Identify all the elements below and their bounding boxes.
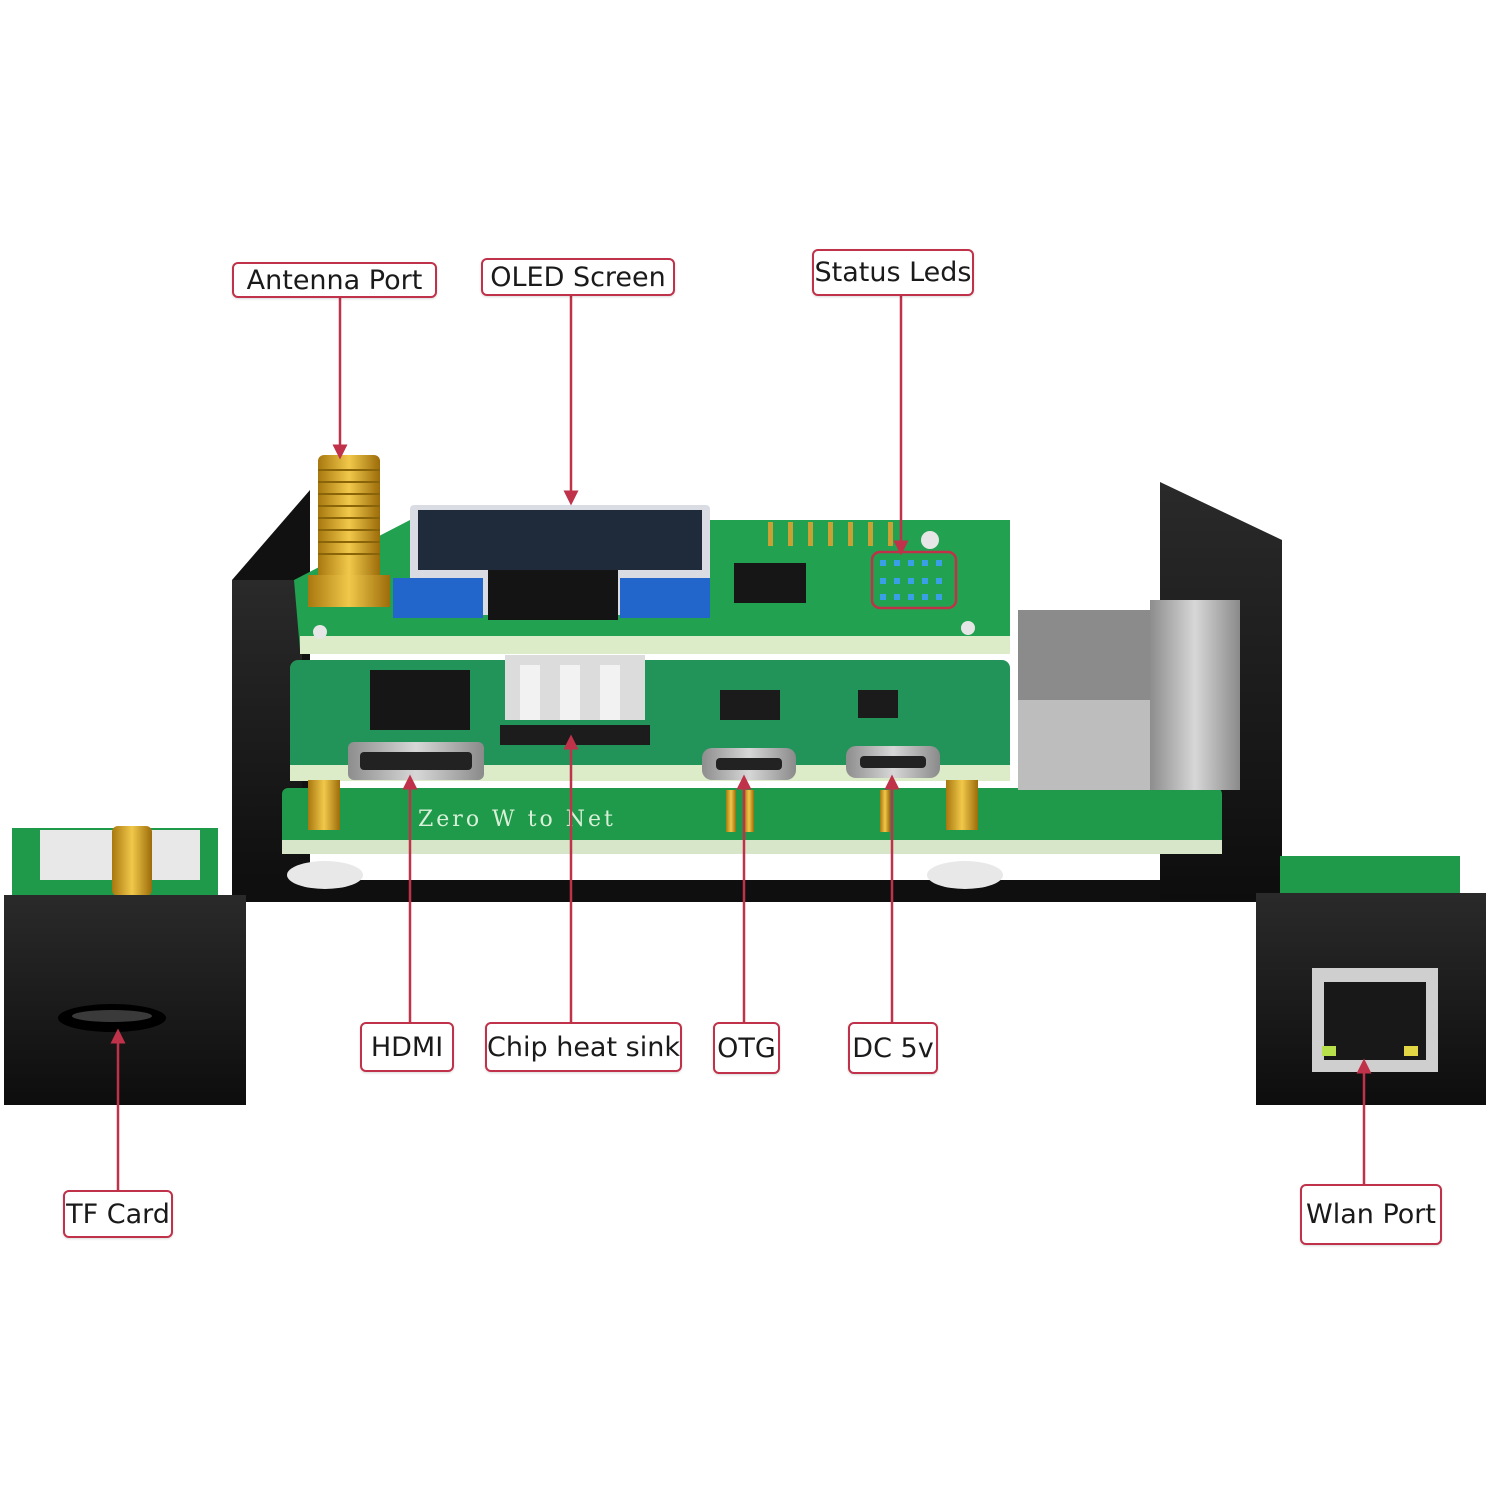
callout-chip-heat-sink-text: Chip heat sink xyxy=(487,1031,680,1063)
callout-hdmi: HDMI xyxy=(360,1022,454,1072)
top-pcb xyxy=(294,505,1010,654)
callout-chip-heat-sink: Chip heat sink xyxy=(485,1022,682,1072)
callout-dc-5v-text: DC 5v xyxy=(852,1032,934,1064)
right-end-view xyxy=(1256,856,1486,1105)
pointer-lines xyxy=(110,296,1372,1190)
bottom-pcb: Zero W to Net xyxy=(282,788,1222,889)
ethernet-block xyxy=(1014,600,1240,800)
middle-pcb xyxy=(290,655,1010,832)
callout-hdmi-text: HDMI xyxy=(370,1031,444,1063)
callout-otg-text: OTG xyxy=(717,1032,776,1064)
callout-antenna-port-text: Antenna Port xyxy=(246,264,423,296)
board-silkscreen: Zero W to Net xyxy=(418,807,616,832)
callout-tf-card-text: TF Card xyxy=(66,1198,170,1230)
callout-status-leds-text: Status Leds xyxy=(814,257,972,288)
callout-antenna-port: Antenna Port xyxy=(232,262,437,298)
callout-status-leds: Status Leds xyxy=(812,249,974,296)
callout-wlan-port: Wlan Port xyxy=(1300,1184,1442,1245)
left-end-view xyxy=(4,826,246,1105)
callout-wlan-port-text: Wlan Port xyxy=(1306,1199,1436,1230)
callout-oled-screen-text: OLED Screen xyxy=(490,261,666,293)
callout-dc-5v: DC 5v xyxy=(848,1022,938,1074)
callout-otg: OTG xyxy=(713,1022,780,1074)
callout-oled-screen: OLED Screen xyxy=(481,258,675,296)
sma-connector xyxy=(308,455,390,607)
callout-tf-card: TF Card xyxy=(63,1190,173,1238)
